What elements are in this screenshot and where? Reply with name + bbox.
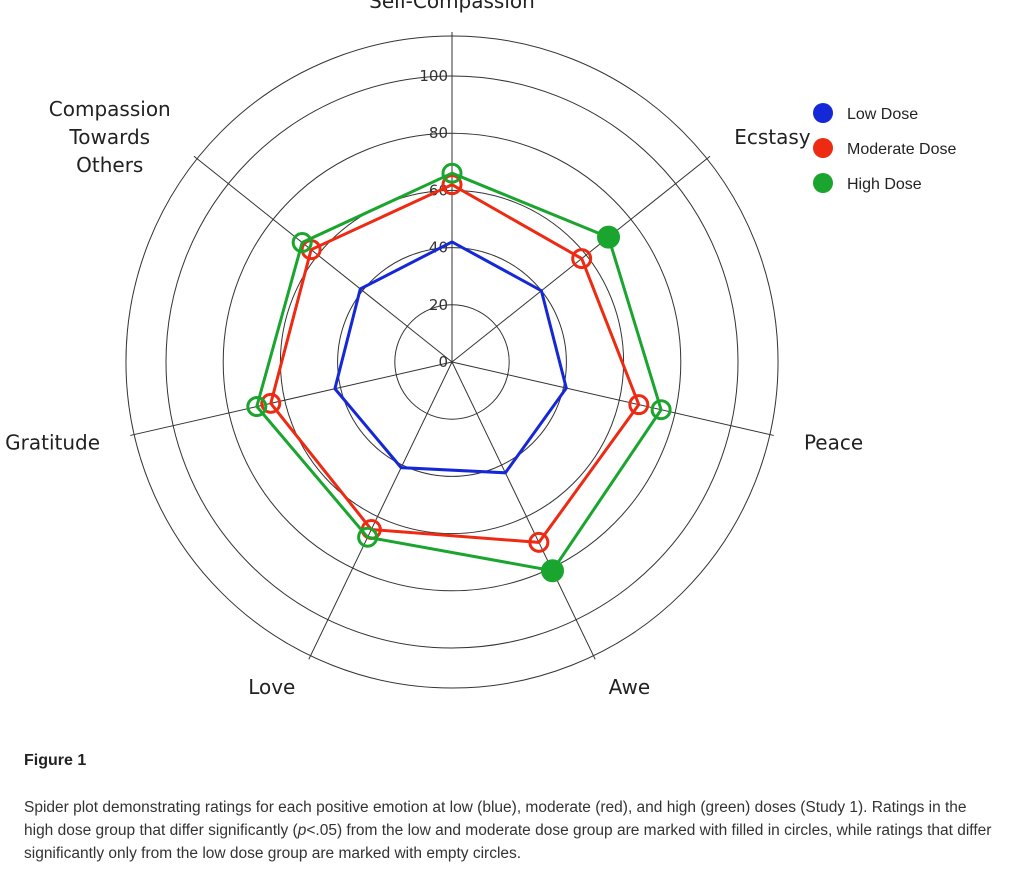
grid-spoke (451, 361, 774, 436)
axis-label: Awe (609, 675, 651, 699)
grid-spoke (308, 361, 453, 660)
tick-label: 0 (438, 353, 448, 371)
grid-spoke (130, 361, 453, 436)
legend-label: Moderate Dose (847, 141, 956, 158)
data-series (246, 162, 672, 583)
axis-label: Gratitude (5, 430, 100, 454)
figure-title: Figure 1 (24, 752, 87, 769)
series-line (255, 171, 663, 573)
legend-marker (813, 173, 833, 193)
data-point-open (291, 232, 313, 254)
axis-label: Self-Compassion (369, 0, 535, 13)
legend-marker (813, 138, 833, 158)
data-point-open (246, 396, 268, 418)
data-point-open (571, 248, 593, 270)
data-point-open (357, 526, 379, 548)
data-point-open (628, 394, 650, 416)
figure-caption-block: Figure 1 Spider plot demonstrating ratin… (24, 752, 999, 865)
tick-label: 80 (429, 124, 448, 142)
data-point-open (441, 174, 463, 196)
series-line (333, 240, 568, 475)
data-point-filled (597, 225, 621, 249)
axis-label: Peace (804, 430, 863, 454)
data-point-open (260, 392, 282, 414)
data-point-open (650, 399, 672, 421)
caption-text-part: Spider plot demonstrating ratings for ea… (24, 799, 967, 839)
series-low-dose (333, 240, 568, 475)
caption-text-part: <.05) from the low and moderate dose gro… (24, 822, 992, 862)
axis-label: Ecstasy (734, 125, 811, 149)
tick-label: 20 (429, 296, 448, 314)
series-moderate-dose (260, 174, 650, 553)
legend-label: High Dose (847, 176, 922, 193)
legend-label: Low Dose (847, 106, 918, 123)
data-point-open (441, 162, 463, 184)
tick-label: 100 (419, 67, 448, 85)
series-line (269, 183, 641, 544)
figure-caption: Spider plot demonstrating ratings for ea… (24, 796, 999, 865)
axis-label: Love (248, 675, 295, 699)
caption-italic-p: p (297, 822, 307, 839)
data-point-filled (541, 559, 565, 583)
grid-spoke (193, 155, 453, 363)
series-high-dose (246, 162, 672, 583)
grid-spoke (451, 361, 596, 660)
chart-grid (125, 32, 779, 689)
legend-marker (813, 103, 833, 123)
data-point-open (528, 531, 550, 553)
